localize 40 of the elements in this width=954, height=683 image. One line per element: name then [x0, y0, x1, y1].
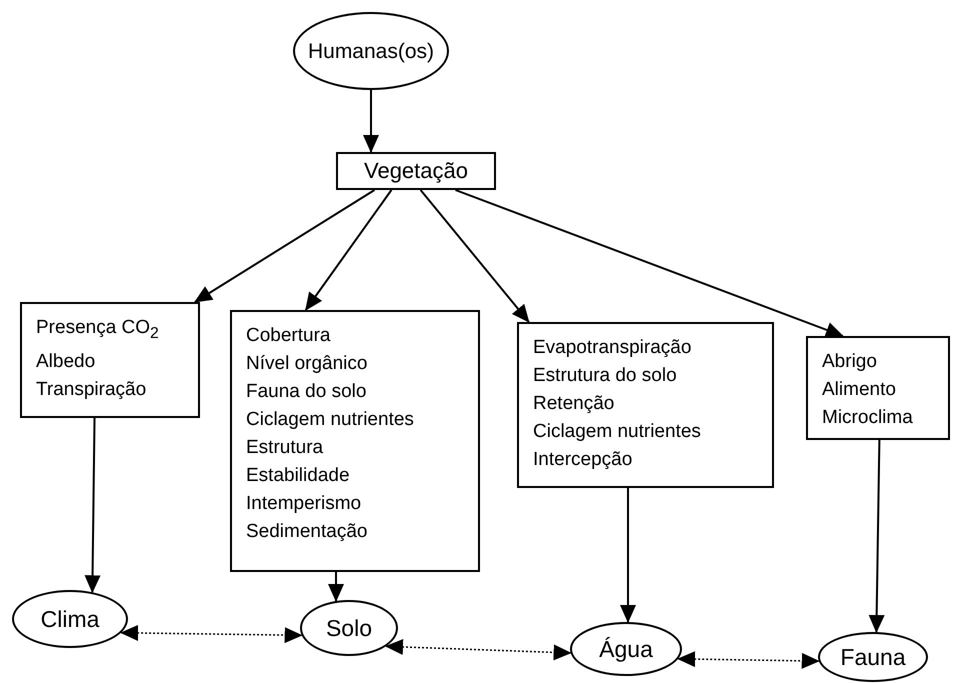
- list-box: [517, 322, 774, 488]
- node-label: Água: [599, 636, 653, 662]
- arrow: [363, 90, 379, 153]
- list-box: [20, 302, 200, 418]
- list-item: Alimento: [822, 378, 896, 402]
- list-box: [230, 310, 480, 572]
- node-label: Solo: [326, 614, 372, 642]
- list-item: Estabilidade: [246, 464, 350, 488]
- list-item: Estrutura do solo: [533, 364, 677, 388]
- list-item: Microclima: [822, 406, 913, 430]
- arrow: [868, 440, 885, 634]
- node-label: Vegetação: [364, 158, 468, 184]
- list-item: Ciclagem nutrientes: [533, 420, 701, 444]
- list-item: Estrutura: [246, 436, 324, 460]
- list-item: Fauna do solo: [246, 380, 366, 404]
- list-item: Sedimentação: [246, 520, 368, 544]
- list-item: Cobertura: [246, 324, 330, 348]
- list-item: Intercepção: [533, 448, 632, 472]
- node-label: Clima: [40, 606, 100, 632]
- list-item: Nível orgânico: [246, 352, 368, 376]
- arrow: [194, 189, 376, 303]
- node-label: Fauna: [840, 644, 906, 670]
- title-box: [336, 152, 496, 190]
- dotted-arrow: [385, 638, 572, 660]
- list-item: Retenção: [533, 392, 614, 416]
- arrow: [304, 189, 392, 311]
- list-item: Evapotranspiração: [533, 336, 692, 360]
- list-item: Transpiração: [36, 378, 146, 402]
- list-box: [806, 336, 950, 440]
- node-label: Humanas(os): [308, 38, 434, 64]
- arrow: [620, 488, 636, 624]
- arrow: [420, 189, 530, 323]
- list-item: Abrigo: [822, 350, 877, 374]
- list-item: Albedo: [36, 350, 96, 374]
- list-item: Ciclagem nutrientes: [246, 408, 414, 432]
- list-item: Presença CO$_{2}$: [36, 316, 159, 344]
- dotted-arrow: [120, 624, 303, 644]
- list-item: Intemperismo: [246, 492, 362, 516]
- arrow: [455, 189, 844, 338]
- arrow: [328, 572, 344, 602]
